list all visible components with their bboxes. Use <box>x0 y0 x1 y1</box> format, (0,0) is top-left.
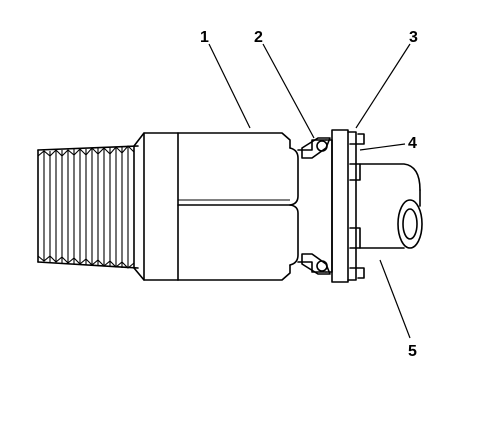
leader-2 <box>262 43 315 139</box>
hex-body <box>177 132 299 281</box>
callout-5: 5 <box>408 343 417 360</box>
tube <box>359 163 423 249</box>
callout-1: 1 <box>200 29 209 46</box>
thread-lines <box>37 145 135 269</box>
retainer-spring <box>297 137 333 275</box>
leader-4 <box>359 143 406 151</box>
leader-5 <box>379 259 411 339</box>
locking-clip <box>349 133 365 279</box>
collar <box>133 132 179 281</box>
callout-2: 2 <box>254 29 263 46</box>
callout-4: 4 <box>408 135 417 152</box>
leader-lines <box>208 43 411 339</box>
threaded-end <box>37 145 139 269</box>
callout-3: 3 <box>409 29 418 46</box>
leader-1 <box>208 43 251 129</box>
flange <box>331 129 357 283</box>
leader-3 <box>355 43 411 129</box>
